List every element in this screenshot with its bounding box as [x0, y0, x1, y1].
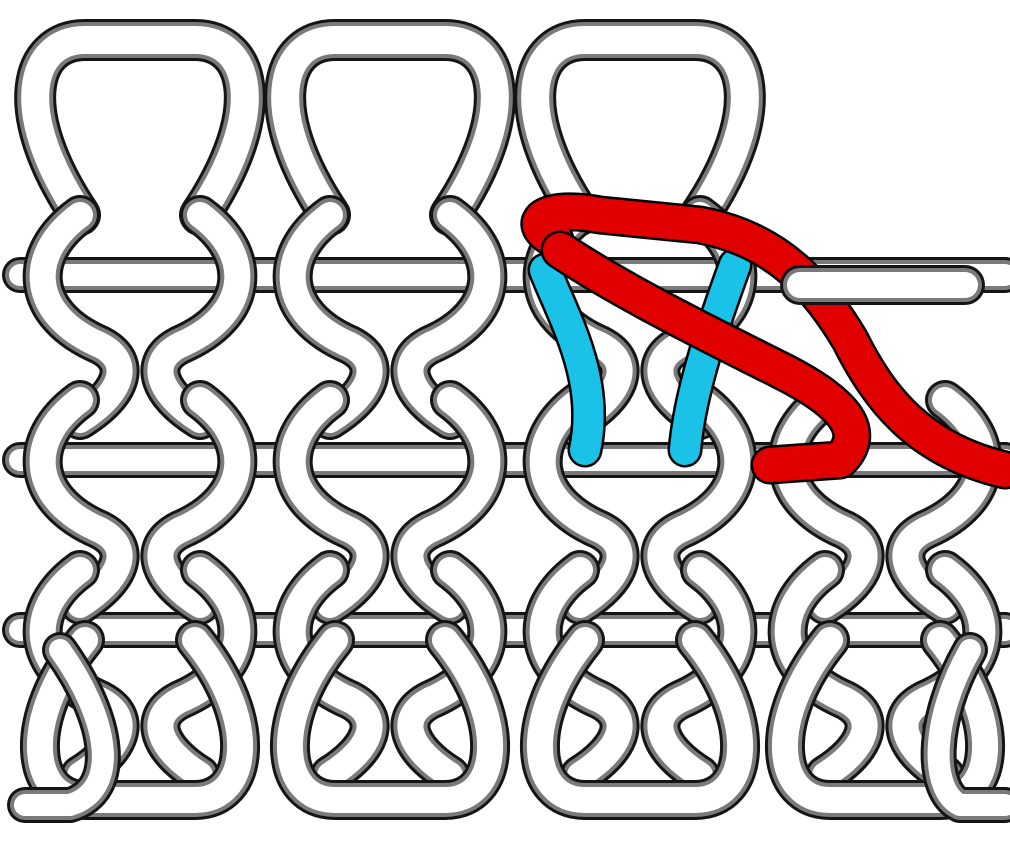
top-loop-2 [285, 40, 495, 215]
bottom-loop-2 [290, 640, 490, 800]
top-loop-1 [35, 40, 245, 215]
top-loop-3 [535, 40, 745, 215]
bottom-loop-3 [540, 640, 740, 800]
